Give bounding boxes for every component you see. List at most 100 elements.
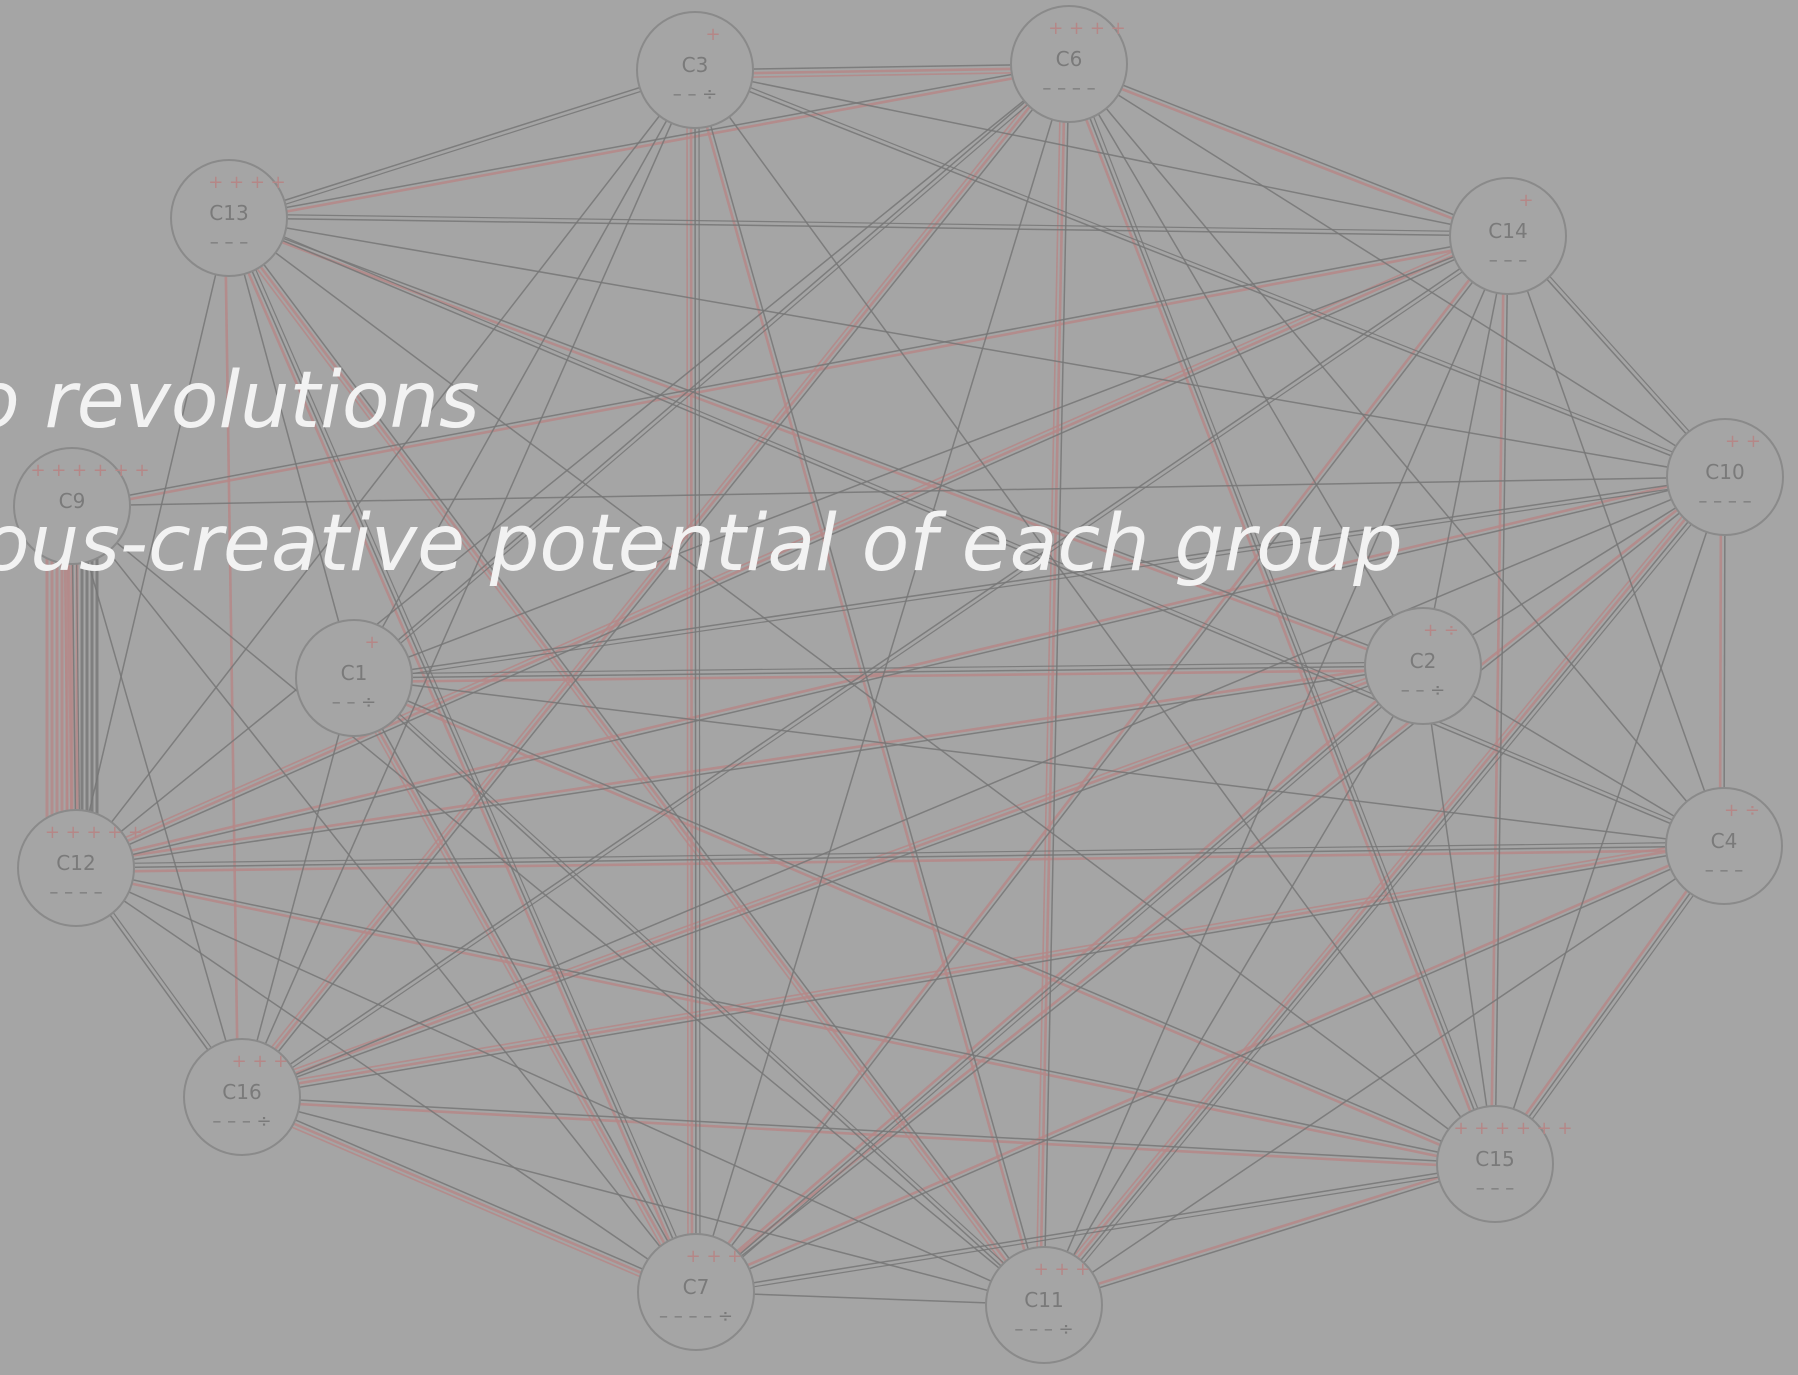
edge-red-C12-C15 (74, 870, 1495, 1170)
node-minus-marks: – – – (1476, 1178, 1514, 1199)
edge-C13-C14-2 (229, 213, 1509, 233)
edge-red-C10-C11-2 (1037, 471, 1720, 1301)
node-c4: C4+ ÷– – – (1665, 787, 1783, 905)
edge-red-C9-C14 (72, 238, 1509, 512)
node-circle (295, 619, 413, 737)
node-label: C16 (222, 1080, 261, 1104)
edge-C4-C15 (1494, 845, 1725, 1165)
edge-C10-C2 (1422, 476, 1726, 667)
node-label: C9 (59, 489, 86, 513)
node-label: C2 (1410, 649, 1437, 673)
edge-C13-C2 (228, 217, 1424, 667)
edge-C3-C16 (241, 69, 696, 1098)
edge-C4-C11 (1043, 845, 1725, 1306)
edge-red-C10-C4 (1718, 476, 1723, 846)
edge-C13-C10 (228, 217, 1726, 478)
edge-red-C14-C7 (691, 232, 1506, 1291)
edge-red-C6-C11 (1038, 63, 1067, 1305)
edge-C6-C15-2 (1072, 62, 1500, 1163)
edge-red-C14-C15 (1489, 235, 1506, 1164)
edge-C15-C11 (1043, 1163, 1496, 1306)
edge-C14-C1 (353, 235, 1509, 679)
node-c3: C3+– – ÷ (636, 11, 754, 129)
edge-C6-C14 (1068, 63, 1509, 237)
edge-C9-C12-2 (75, 505, 81, 868)
edge-C1-C15 (353, 677, 1496, 1165)
node-label: C10 (1705, 460, 1744, 484)
node-minus-marks: – – ÷ (332, 692, 377, 713)
node-minus-marks: – – – – (1042, 78, 1095, 99)
edge-C13-C1 (228, 217, 355, 679)
edge-C9-C12 (71, 505, 77, 869)
edge-C6-C2 (1068, 63, 1424, 667)
edge-C3-C10-2 (696, 65, 1727, 474)
edge-C2-C11 (1043, 665, 1424, 1306)
node-c9: C9+ + + + + + (13, 447, 150, 565)
edge-C3-C1 (353, 69, 696, 679)
edge-C14-C11 (1043, 235, 1509, 1306)
node-circle (1665, 787, 1783, 905)
edge-C4-C15-2 (1497, 847, 1728, 1167)
edge-red-C14-C12 (73, 231, 1507, 866)
edge-C13-C7-2 (232, 216, 701, 1291)
node-label: C6 (1056, 47, 1083, 71)
edge-red-C2-C12 (75, 660, 1423, 866)
node-minus-marks: – – – (1705, 860, 1743, 881)
node-c16: C16+ + +– – – ÷ (183, 1038, 301, 1156)
edge-C3-C6 (694, 63, 1070, 71)
edge-C2-C15 (1422, 665, 1496, 1165)
node-plus-marks: + (705, 24, 720, 45)
node-circle (1449, 177, 1567, 295)
edge-C14-C2 (1422, 235, 1509, 667)
edge-red-C10-C7 (692, 472, 1724, 1290)
edge-red-C6-C11-2 (1035, 63, 1062, 1305)
edge-red-C6-C14 (1067, 66, 1508, 241)
edge-C15-C7-2 (696, 1167, 1496, 1297)
node-minus-marks: – – – – (49, 882, 102, 903)
node-plus-marks: + ÷ (1423, 620, 1459, 641)
nodes-layer: C3+– – ÷C6+ + + +– – – –C13+ + + +– – –C… (13, 5, 1784, 1364)
node-c13: C13+ + + +– – – (170, 159, 288, 277)
node-c12: C12+ + + + +– – – – (17, 809, 143, 927)
edge-C14-C16-2 (243, 238, 1511, 1101)
edge-red-C3-C7-2 (686, 70, 689, 1293)
edge-C6-C13 (228, 63, 1070, 219)
edge-C1-C16 (241, 677, 355, 1098)
edge-red-C13-C7 (224, 219, 694, 1295)
edge-red-C4-C16-2 (240, 837, 1723, 1090)
dark-edges-layer (71, 62, 1729, 1308)
node-label: C4 (1711, 829, 1738, 853)
node-plus-marks: + + + + (208, 172, 286, 193)
red-edges-layer (45, 58, 1725, 1311)
edge-C1-C7 (353, 677, 697, 1293)
edge-C10-C15 (1494, 476, 1726, 1165)
edge-C6-C11 (1043, 63, 1070, 1306)
edge-C16-C7 (241, 1096, 697, 1293)
node-minus-marks: – – – ÷ (1014, 1319, 1073, 1340)
edge-red-C15-C11 (1042, 1158, 1495, 1303)
node-label: C12 (56, 851, 95, 875)
node-minus-marks: – – ÷ (673, 84, 718, 105)
overlay-text-line-2: ous-creative potential of each group (0, 499, 1403, 589)
edge-C3-C10 (694, 69, 1726, 478)
node-circle (1364, 607, 1482, 725)
node-circle (1666, 418, 1784, 536)
edge-red-C10-C12 (74, 471, 1725, 866)
edge-red-C2-C16 (240, 661, 1423, 1095)
edge-C4-C16 (241, 845, 1725, 1098)
edge-C13-C4 (228, 217, 1725, 847)
node-label: C14 (1488, 219, 1527, 243)
node-plus-marks: + + (1725, 431, 1761, 452)
edge-C3-C13-2 (230, 73, 697, 223)
edge-C16-C11 (241, 1096, 1045, 1306)
edge-red-C2-C7 (692, 661, 1422, 1290)
edge-C13-C4-2 (230, 213, 1726, 843)
edge-C1-C2-2 (353, 661, 1423, 675)
edge-red-C10-C11 (1039, 473, 1723, 1304)
node-c10: C10+ +– – – – (1666, 418, 1784, 536)
edge-C12-C4 (75, 845, 1725, 869)
edge-C13-C12 (75, 217, 230, 869)
node-c6: C6+ + + +– – – – (1010, 5, 1128, 123)
edge-C10-C1-2 (354, 480, 1726, 683)
edge-C9-C11 (71, 505, 1045, 1306)
